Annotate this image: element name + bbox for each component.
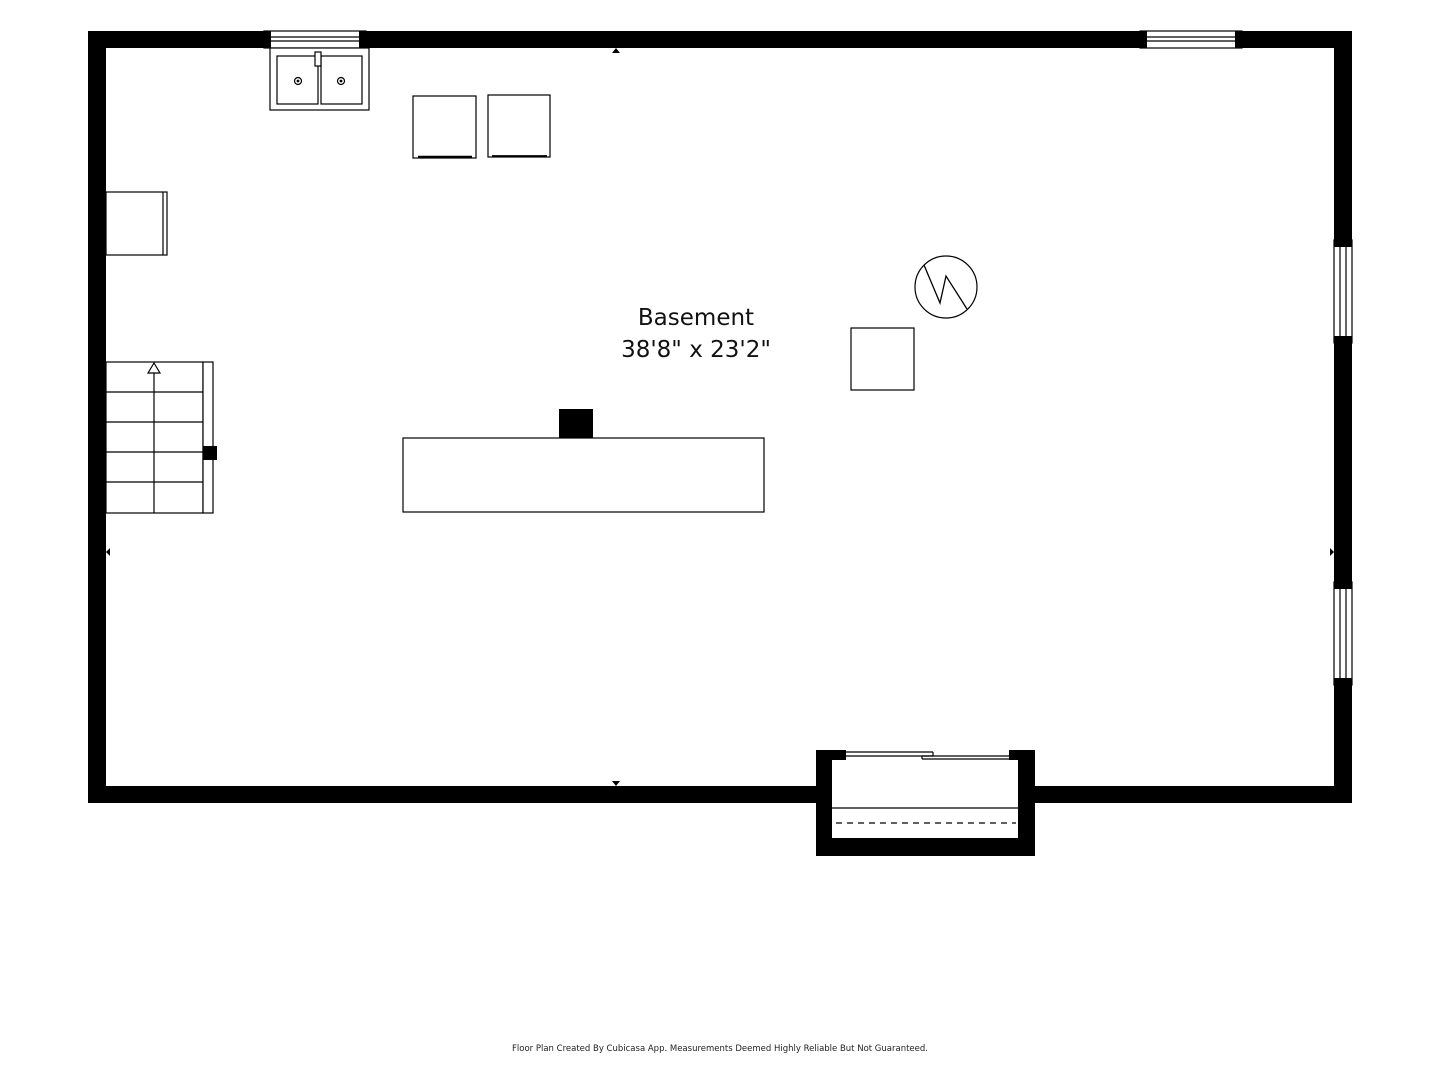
- footer-disclaimer: Floor Plan Created By Cubicasa App. Meas…: [512, 1044, 928, 1054]
- window-top-left: [263, 30, 367, 49]
- furnace: [850, 327, 915, 391]
- wall-cabinet: [105, 191, 168, 256]
- chimney-column: [559, 409, 593, 438]
- washer-icon: [412, 95, 477, 159]
- window-well-bumpout: [816, 750, 1035, 856]
- stairs: [105, 361, 217, 514]
- stairs-up-arrow-icon: [146, 361, 162, 374]
- dryer-icon: [487, 94, 551, 158]
- window-right-upper: [1333, 239, 1353, 344]
- dimension-marker-icon: [106, 48, 1334, 786]
- double-sink-icon: [269, 47, 370, 111]
- room-dimensions: 38'8" x 23'2": [621, 337, 771, 363]
- workbench: [402, 437, 765, 513]
- water-heater-icon: [914, 255, 978, 319]
- room-name: Basement: [637, 305, 755, 331]
- window-top-right: [1139, 30, 1243, 49]
- exterior-walls: [88, 31, 1352, 803]
- window-right-lower: [1333, 581, 1353, 686]
